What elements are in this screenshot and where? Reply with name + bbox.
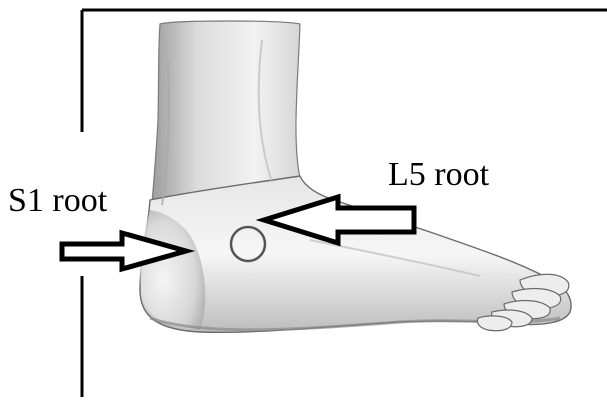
s1-root-label: S1 root xyxy=(8,184,107,218)
l5-root-label: L5 root xyxy=(388,158,489,192)
toe-5 xyxy=(477,316,512,331)
